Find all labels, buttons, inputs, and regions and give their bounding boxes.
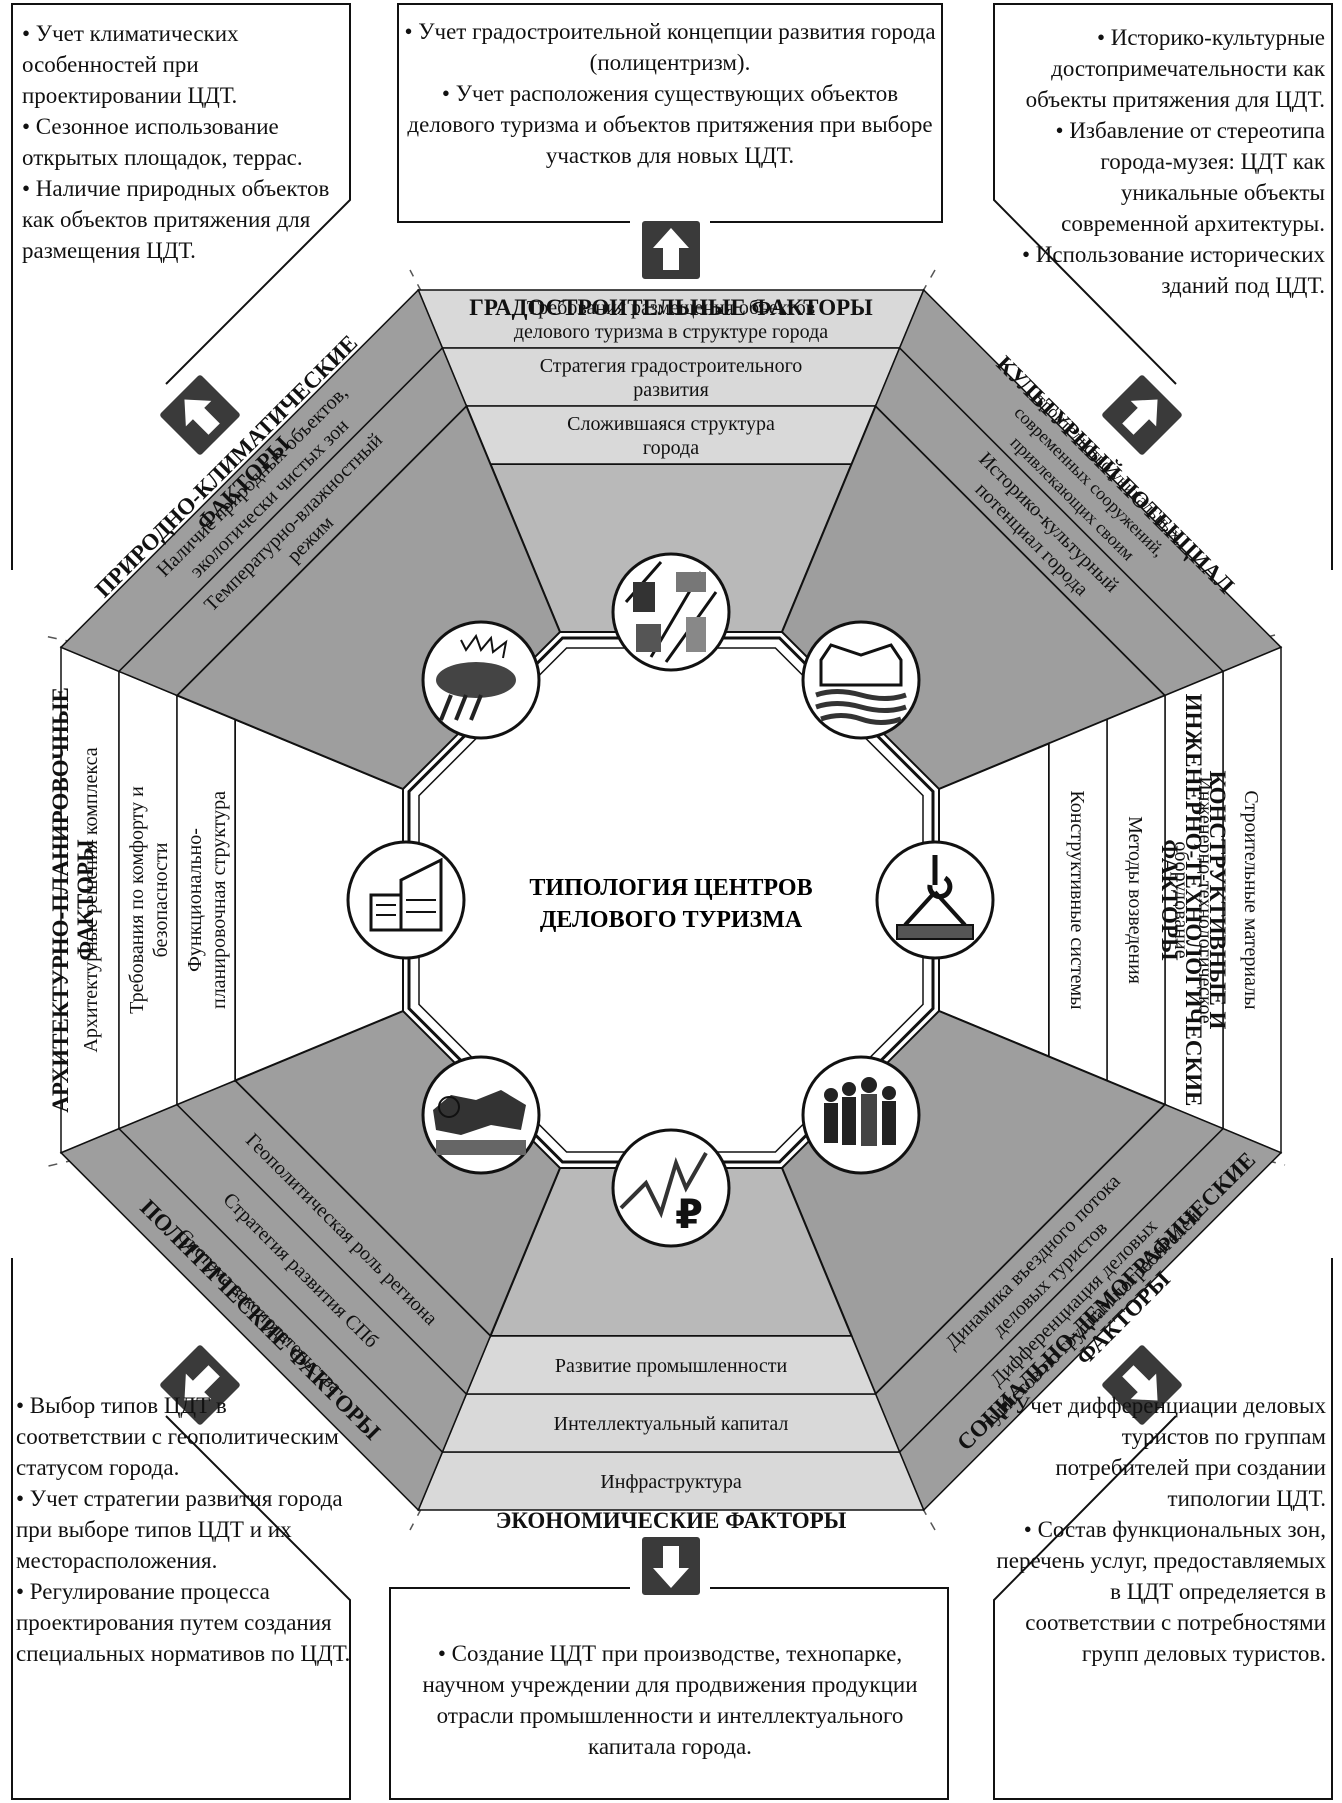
callout-item: • Наличие природных объектов как объекто…	[22, 176, 330, 263]
ruble-chart-icon: ₽	[611, 1128, 731, 1248]
center-title-line1: ТИПОЛОГИЯ ЦЕНТРОВ	[529, 875, 812, 901]
callout-item: • Учет климатических особенностей при пр…	[22, 21, 239, 108]
callout-item: • Учет градостроительной концепции разви…	[404, 19, 936, 75]
band-label: безопасности	[150, 842, 172, 957]
callout-item: • Использование исторических зданий под …	[1022, 242, 1325, 298]
callout-item: • Избавление от стереотипа города-музея:…	[1055, 118, 1325, 236]
band-label: Строительные материалы	[1240, 790, 1262, 1009]
band-label: планировочная структура	[208, 791, 230, 1009]
title-ekonomicheskie: ЭКОНОМИЧЕСКИЕ ФАКТОРЫ	[496, 1508, 847, 1533]
russia-map-icon	[421, 1055, 541, 1175]
band-label: развития	[633, 379, 709, 401]
band-label: Инженерно-технологическое	[1194, 776, 1216, 1023]
arrow-down-icon	[640, 1535, 702, 1597]
box-bottom-frame	[389, 1587, 949, 1800]
callout-gradostroitelnye: • Учет градостроительной концепции разви…	[400, 16, 940, 171]
band-label: Конструктивные системы	[1066, 790, 1088, 1009]
weather-storm-icon	[421, 620, 541, 740]
box-top-frame	[397, 3, 943, 223]
arrow-down-left-icon	[158, 1343, 242, 1427]
band-label: Требования размещения объектов	[527, 297, 815, 319]
crane-hook-icon	[875, 840, 995, 960]
title-konstruktivnye-line3: ФАКТОРЫ	[1157, 839, 1182, 961]
band-label: Архитектурные решения комплекса	[80, 747, 102, 1052]
modern-building-icon	[346, 840, 466, 960]
ruble-sign: ₽	[675, 1192, 703, 1238]
callout-item: • Учет стратегии развития города при выб…	[16, 1486, 343, 1573]
business-people-icon	[801, 1055, 921, 1175]
callout-item: • Состав функциональных зон, перечень ус…	[996, 1517, 1326, 1666]
callout-item: • Сезонное использование открытых площад…	[22, 114, 303, 170]
city-map-icon	[611, 552, 731, 672]
arrow-badges	[158, 219, 1184, 1597]
title-gradostroitelnye: ГРАДОСТРОИТЕЛЬНЫЕ ФАКТОРЫ	[469, 295, 873, 320]
title-arkhitekturno-line1: АРХИТЕКТУРНО-ПЛАНИРОВОЧНЫЕ	[48, 687, 73, 1113]
sector-left: Архитектурные решения комплекса Требовани…	[60, 646, 404, 1154]
arrow-up-icon	[640, 219, 702, 281]
arrow-up-left-icon	[158, 373, 242, 457]
bridge-river-icon	[801, 620, 921, 740]
box-tr-frame	[993, 3, 1333, 570]
title-konstruktivnye-line2: ИНЖЕНЕРНО-ТЕХНОЛОГИЧЕСКИЕ	[1181, 694, 1206, 1107]
band-label: Сложившаяся структура	[567, 413, 775, 435]
box-tl-frame	[11, 3, 351, 570]
band-label: Требования по комфорту и	[126, 786, 148, 1014]
callout-ekonomicheskie: • Создание ЦДТ при производстве, технопа…	[400, 1638, 940, 1762]
callout-prirodno: • Учет климатических особенностей при пр…	[22, 18, 340, 266]
sector-right: Строительные материалы Инженерно-технолог…	[938, 646, 1282, 1154]
box-bl-frame	[11, 1258, 351, 1800]
callout-sotsialno: • Учет дифференциации деловых туристов п…	[992, 1390, 1326, 1669]
center-octagon: ТИПОЛОГИЯ ЦЕНТРОВ ДЕЛОВОГО ТУРИЗМА	[407, 636, 935, 1164]
callout-item: • Учет расположения существующих объекто…	[407, 81, 933, 168]
center-title-line2: ДЕЛОВОГО ТУРИЗМА	[540, 907, 803, 933]
callout-item: • Создание ЦДТ при производстве, технопа…	[422, 1641, 918, 1759]
band-label: Функционально-	[184, 828, 206, 972]
title-konstruktivnye-line1: КОНСТРУКТИВНЫЕ И	[1205, 771, 1230, 1030]
callout-item: • Регулирование процесса проектирования …	[16, 1579, 351, 1666]
callout-item: • Выбор типов ЦДТ в соответствии с геопо…	[16, 1393, 339, 1480]
callout-politicheskie: • Выбор типов ЦДТ в соответствии с геопо…	[16, 1390, 356, 1669]
band-label: города	[643, 437, 699, 459]
sector-band	[117, 346, 468, 697]
arrow-up-right-icon	[1100, 373, 1184, 457]
callout-kulturnyi: • Историко-культурные достопримечательно…	[995, 22, 1325, 301]
title-arkhitekturno-line2: ФАКТОРЫ	[73, 839, 98, 961]
band-label: делового туризма в структуре города	[514, 321, 828, 343]
callout-frames	[11, 3, 1333, 1800]
band-label: Интеллектуальный капитал	[554, 1413, 789, 1435]
band-label: оборудование	[1170, 841, 1192, 958]
band-label: Методы возведения	[1124, 816, 1146, 984]
sector-icons: ₽	[346, 552, 995, 1248]
box-br-frame	[993, 1258, 1333, 1800]
callout-item: • Историко-культурные достопримечательно…	[1025, 25, 1325, 112]
callout-item: • Учет дифференциации деловых туристов п…	[1000, 1393, 1326, 1511]
band-label: Развитие промышленности	[555, 1355, 788, 1377]
band-label: Инфраструктура	[600, 1471, 742, 1493]
band-label: Стратегия градостроительного	[540, 355, 803, 377]
arrow-down-right-icon	[1100, 1343, 1184, 1427]
